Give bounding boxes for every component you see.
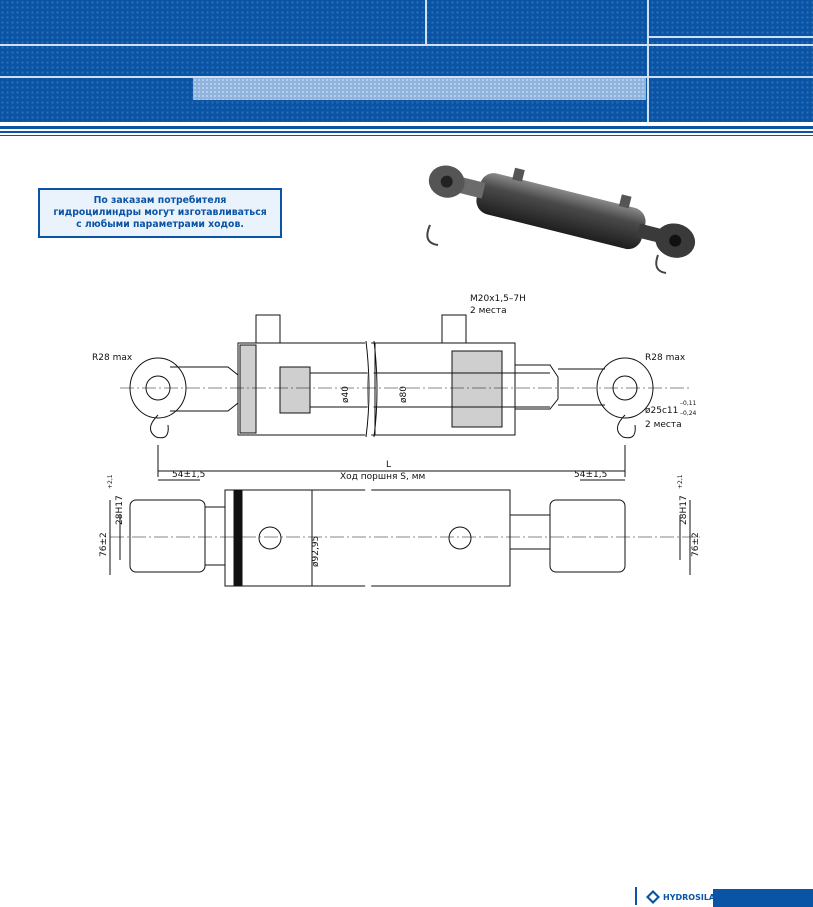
- custom-order-notice: По заказам потребителя гидроцилиндры мог…: [38, 188, 282, 238]
- pin-diameter-label: ø25c11: [645, 406, 678, 416]
- header-stripe: [0, 131, 813, 133]
- logo-text: HYDROSILA: [663, 892, 716, 902]
- stroke-label: Ход поршня S, мм: [340, 472, 425, 482]
- slot-right-tol: +2,1: [677, 474, 684, 489]
- header-divider: [0, 76, 813, 78]
- bore-diameter-label: ø80: [399, 386, 409, 403]
- offset-left-label: 54±1,5: [172, 470, 205, 480]
- pin-count-label: 2 места: [645, 420, 682, 430]
- slot-left-tol: +2,1: [107, 474, 114, 489]
- header-divider: [425, 0, 427, 46]
- rod-diameter-label: ø40: [341, 386, 351, 403]
- width-right-label: 76±2: [691, 532, 701, 557]
- header-light-block: [193, 78, 646, 100]
- header-divider: [647, 36, 813, 38]
- header-stripe: [0, 135, 813, 136]
- header-divider: [0, 44, 813, 46]
- pin-tol-upper: –0,11: [680, 400, 697, 407]
- radius-left-label: R28 max: [92, 353, 133, 363]
- width-left-label: 76±2: [99, 532, 109, 557]
- port-thread-label: М20х1,5–7Н: [470, 294, 526, 304]
- radius-right-label: R28 max: [645, 353, 686, 363]
- length-label: L: [386, 460, 391, 470]
- footer-divider: [635, 887, 637, 905]
- logo-icon: [646, 890, 660, 904]
- technical-drawing: М20х1,5–7Н 2 места R28 max R28 max ø40 ø…: [92, 294, 701, 589]
- body-diameter-label: ø92,95: [311, 536, 321, 567]
- slot-left-label: 28H17: [115, 495, 125, 525]
- footer-bar: [713, 889, 813, 907]
- header-stripe: [0, 126, 813, 129]
- slot-right-label: 28H17: [679, 495, 689, 525]
- header-stripe: [0, 122, 813, 126]
- header-banner: [0, 0, 813, 122]
- hydrosila-logo: HYDROSILA: [646, 890, 715, 904]
- notice-line: с любыми параметрами ходов.: [76, 219, 244, 230]
- header-divider: [647, 0, 649, 122]
- notice-line: По заказам потребителя: [93, 195, 227, 206]
- notice-line: гидроцилиндры могут изготавливаться: [53, 207, 267, 218]
- offset-right-label: 54±1,5: [574, 470, 607, 480]
- port-count-label: 2 места: [470, 306, 507, 316]
- cylinder-photo: [426, 165, 696, 274]
- pin-tol-lower: –0,24: [680, 410, 697, 417]
